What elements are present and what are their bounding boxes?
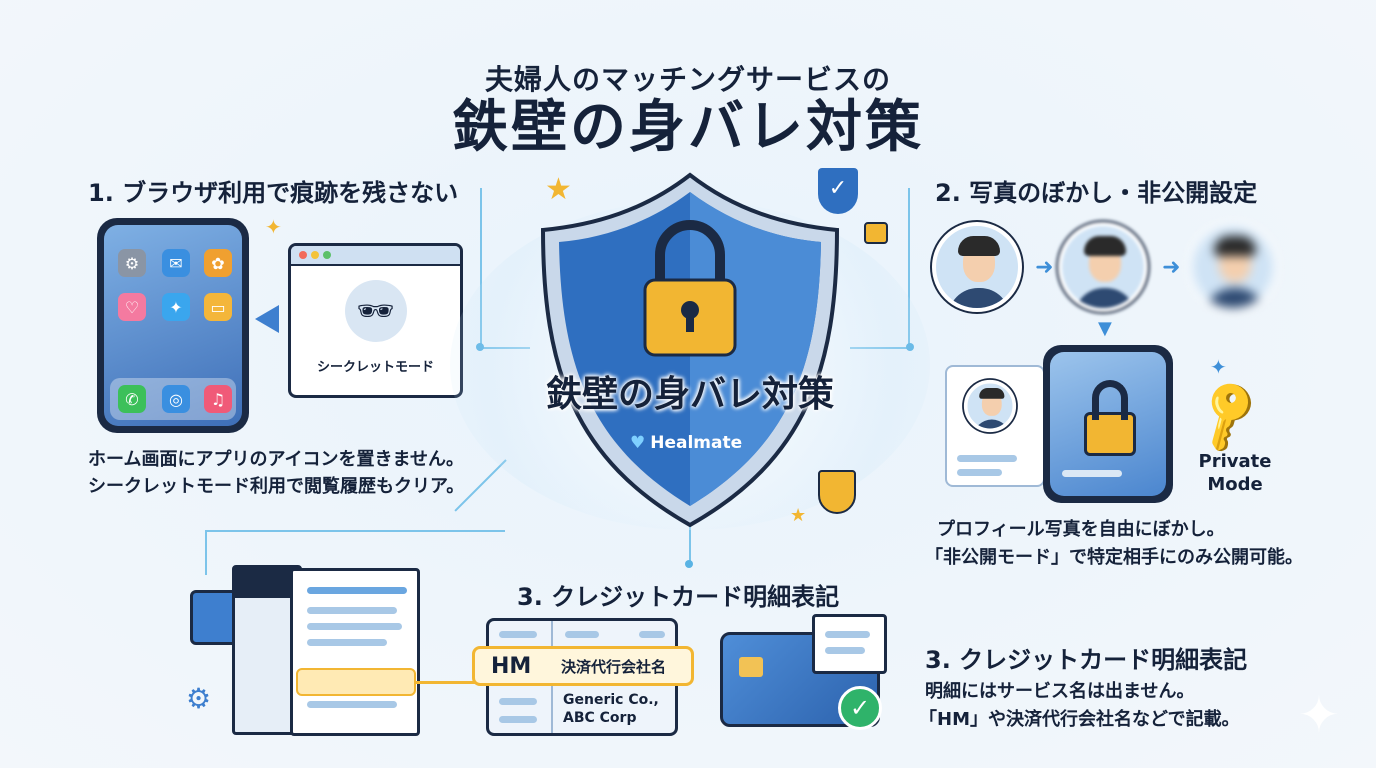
statement-highlight: [296, 668, 416, 696]
section3-desc-1: 明細にはサービス名は出ません。: [925, 681, 1195, 702]
heart-icon: ♥: [630, 433, 646, 453]
private-label: Private: [1198, 451, 1272, 472]
gear-icon: ⚙: [186, 682, 212, 715]
avatar-blurred: [1188, 222, 1278, 312]
sparkle-icon: ✦: [1210, 355, 1227, 379]
phone-private: [1043, 345, 1173, 503]
statement-generic-1: Generic Co.,: [563, 692, 659, 708]
sparkle-icon: ✦: [1298, 686, 1340, 744]
sparkle-icon: ✦: [265, 215, 282, 239]
phone-illustration: ⚙ ✉ ✿ ♡ ✦ ▭ ✆ ◎ ♫: [97, 218, 249, 433]
section2-heading: 2. 写真のぼかし・非公開設定: [935, 179, 1258, 207]
profile-card: [945, 365, 1045, 487]
brand-logo: ♥Healmate: [630, 433, 742, 453]
statement-document: [290, 568, 420, 736]
star-icon: ★: [545, 172, 572, 207]
highlight-connector: [416, 681, 476, 684]
incognito-icon: 🕶: [344, 280, 407, 342]
section1-desc-2: シークレットモード利用で閲覧履歴もクリア。: [88, 476, 465, 497]
shield-check-icon: ✓: [818, 168, 858, 214]
connector: [205, 530, 505, 532]
connector: [480, 188, 482, 348]
statement-generic-2: ABC Corp: [563, 710, 637, 726]
section2-desc-2: 「非公開モード」で特定相手にのみ公開可能。: [925, 547, 1303, 568]
document-icon: [812, 614, 887, 674]
connector: [689, 525, 691, 565]
arrow-right-icon: ➜: [1035, 255, 1054, 280]
browser-window: 🕶 シークレットモード: [288, 243, 463, 398]
subtitle: 夫婦人のマッチングサービスの: [484, 63, 891, 96]
statement-highlight-row: HM 決済代行会社名: [472, 646, 694, 686]
key-icon: 🔑: [1185, 373, 1272, 459]
avatar-clear: [932, 222, 1022, 312]
shield-title: 鉄壁の身バレ対策: [545, 374, 834, 415]
mode-label: Mode: [1207, 474, 1263, 495]
lock-icon: [864, 222, 888, 244]
brand-name: Healmate: [650, 433, 743, 453]
section3-heading: 3. クレジットカード明細表記: [925, 646, 1248, 674]
arrow-down-icon: ▼: [1098, 318, 1112, 339]
check-icon: ✓: [838, 686, 882, 730]
section2-desc-1: プロフィール写真を自由にぼかし。: [937, 519, 1225, 540]
arrow-icon: [255, 305, 279, 333]
section3-desc-2: 「HM」や決済代行会社名などで記載。: [919, 709, 1240, 730]
page-title: 鉄壁の身バレ対策: [452, 95, 924, 160]
shield-lock-icon: [818, 470, 856, 514]
connector: [908, 188, 910, 348]
statement-hm: HM: [491, 653, 532, 679]
section1-heading: 1. ブラウザ利用で痕跡を残さない: [88, 179, 459, 207]
connector-dot: [685, 560, 693, 568]
connector: [205, 530, 207, 575]
avatar-slightly-blurred: [1058, 222, 1148, 312]
section1-desc-1: ホーム画面にアプリのアイコンを置きません。: [88, 449, 465, 470]
arrow-right-icon: ➜: [1162, 255, 1181, 280]
star-icon: ★: [790, 505, 807, 526]
shield-icon: [540, 172, 840, 528]
browser-label: シークレットモード: [316, 360, 434, 375]
statement-agent: 決済代行会社名: [561, 657, 667, 676]
section3-center-heading: 3. クレジットカード明細表記: [517, 583, 840, 611]
